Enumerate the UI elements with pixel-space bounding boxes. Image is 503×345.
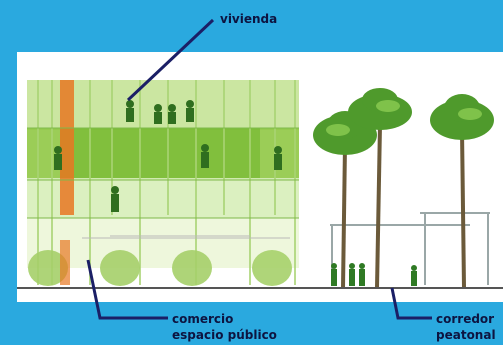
label-espacio-publico: espacio público [172,328,277,342]
leader-comercio [86,259,168,320]
building-elevation [27,80,299,286]
palm-trees [313,88,494,289]
label-peatonal: peatonal [436,328,496,342]
pedestrians [331,263,417,286]
orange-accent-column [60,80,74,215]
label-comercio: comercio [172,312,234,326]
leader-corredor [390,287,432,320]
label-corredor: corredor [436,312,495,326]
leader-vivienda [126,18,215,102]
label-vivienda: vivienda [220,12,278,26]
